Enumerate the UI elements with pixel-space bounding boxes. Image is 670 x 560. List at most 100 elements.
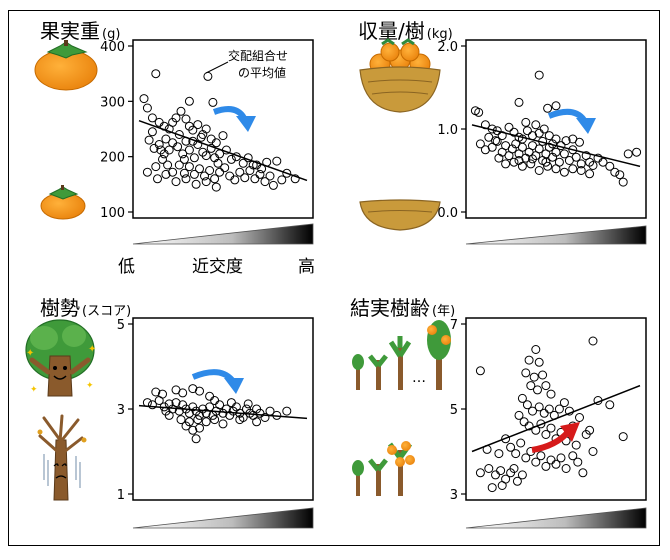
data-point [235,167,245,177]
data-point [521,368,531,378]
data-point [507,144,517,154]
svg-text:✦: ✦ [86,381,94,391]
data-point [171,113,181,123]
data-point [147,400,157,410]
data-point [516,438,526,448]
data-point [161,169,171,179]
y-tick-label: 0.0 [437,206,458,221]
data-point [255,169,265,179]
data-point [559,167,569,177]
data-point [282,168,292,178]
data-point [512,476,522,486]
data-point [184,162,194,172]
data-point [181,421,191,431]
data-point [514,410,524,420]
data-point [211,182,221,192]
data-point [153,174,162,184]
data-point [534,357,544,367]
data-point [238,158,248,168]
data-point [517,142,527,152]
data-point [154,396,164,405]
data-point [534,402,544,412]
data-point [260,413,270,422]
data-point [524,421,534,431]
data-point [543,103,553,113]
inbreeding-wedge-4 [465,507,647,529]
data-point [517,393,527,403]
y-tick-label: 7 [450,318,458,333]
data-point [144,135,154,145]
data-point [496,466,506,476]
data-point [556,453,566,463]
label-low: 低 [118,257,135,277]
data-point [151,69,161,79]
annotation-line-2: の平均値 [238,65,286,80]
trend-line [138,404,308,420]
trend-line [138,119,308,182]
data-point [176,106,186,116]
data-point [492,136,502,146]
data-point [509,127,519,137]
data-point [521,453,531,463]
data-point [201,177,211,187]
data-point [531,457,541,467]
data-point [188,425,198,435]
data-point [538,370,548,380]
data-point [210,415,220,425]
data-point [541,461,551,471]
data-point [226,154,236,164]
data-point [514,97,524,107]
data-point [475,366,485,376]
data-point [501,159,511,169]
data-point [205,166,215,175]
data-point [268,180,278,190]
data-point [632,147,642,157]
data-point [171,398,181,408]
data-point [575,137,584,147]
trend-arrowhead-3 [224,378,244,394]
data-point [243,399,253,409]
data-point [610,167,620,177]
data-point [623,149,633,159]
data-point [168,167,178,177]
data-point [554,404,564,414]
data-point [195,423,204,433]
data-point [193,120,203,130]
data-point [536,451,546,461]
data-point [158,154,167,164]
y-tick-label: 400 [100,40,125,55]
data-point [526,381,536,391]
panel-fruit-weight-title: 果実重(g) [40,19,120,43]
trend-line [471,384,641,453]
data-point [211,138,221,148]
plot-frame [465,317,647,501]
data-point [188,125,198,135]
weak-tree-icon [37,414,87,501]
data-point [277,175,287,185]
data-point [509,464,519,473]
data-point [544,404,554,414]
mean-annotation: 交配組合せ の平均値 [205,48,288,80]
trend-arrow-up-4 [531,429,571,453]
y-tick-label: 100 [100,206,125,221]
plot-fruiting-age: 357 [450,317,647,503]
svg-text:✦: ✦ [88,344,96,355]
data-point [571,152,581,162]
data-point [539,124,549,134]
data-point [184,96,194,106]
data-point [174,130,184,139]
data-point [142,167,152,177]
data-point [208,97,218,107]
panel-yield-title: 収量/樹(kg) [358,19,453,43]
data-point [568,451,578,461]
data-point [484,464,494,473]
saplings-late-fruiting-icon: … [352,320,451,390]
data-point [573,457,583,467]
y-tick-label: 300 [100,95,125,110]
svg-text:✦: ✦ [30,385,38,395]
data-point [509,157,519,167]
data-point [546,389,556,399]
data-point [528,406,537,416]
y-tick-label: 3 [117,403,125,418]
data-point [618,432,628,442]
